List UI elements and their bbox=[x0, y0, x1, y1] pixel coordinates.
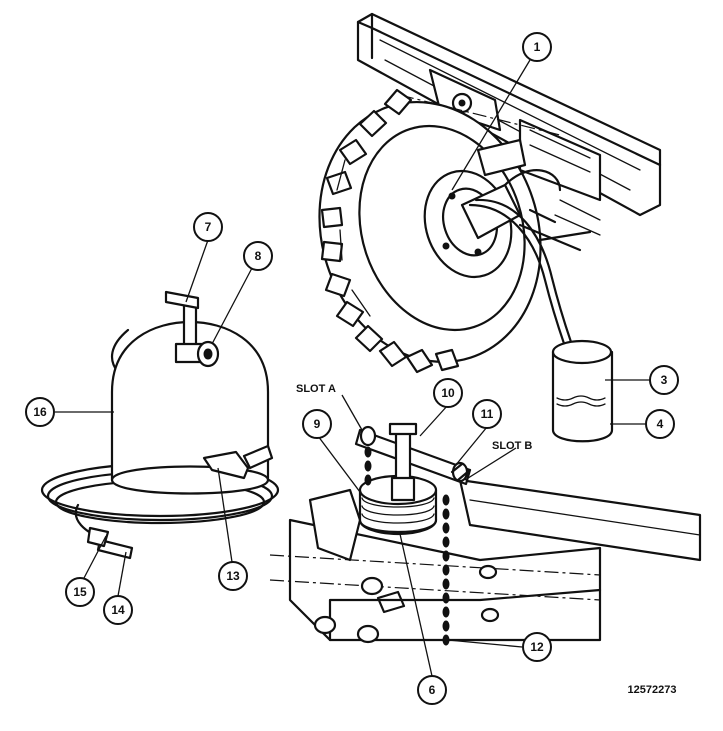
callout-9: 9 bbox=[302, 409, 332, 439]
callout-10: 10 bbox=[433, 378, 463, 408]
svg-text:10: 10 bbox=[441, 386, 455, 400]
slot-a-label: SLOT A bbox=[296, 383, 336, 395]
slot-b-label: SLOT B bbox=[492, 440, 532, 452]
figure-number: 12572273 bbox=[628, 684, 677, 696]
drain-container bbox=[551, 339, 614, 443]
callout-12: 12 bbox=[522, 632, 552, 662]
tire bbox=[318, 88, 592, 374]
svg-text:12: 12 bbox=[530, 640, 544, 654]
callout-7: 7 bbox=[193, 212, 223, 242]
callout-13: 13 bbox=[218, 561, 248, 591]
svg-text:13: 13 bbox=[226, 569, 240, 583]
svg-text:8: 8 bbox=[255, 249, 262, 263]
callout-16: 16 bbox=[25, 397, 55, 427]
svg-text:9: 9 bbox=[314, 417, 321, 431]
filler-cap-assembly bbox=[269, 422, 702, 646]
callout-4: 4 bbox=[645, 409, 675, 439]
leader-lines bbox=[55, 59, 655, 677]
svg-text:1: 1 bbox=[534, 40, 541, 54]
svg-text:7: 7 bbox=[205, 220, 212, 234]
svg-text:16: 16 bbox=[33, 405, 47, 419]
callout-11: 11 bbox=[472, 399, 502, 429]
callout-3: 3 bbox=[649, 365, 679, 395]
svg-text:6: 6 bbox=[429, 683, 436, 697]
callout-8: 8 bbox=[243, 241, 273, 271]
svg-text:11: 11 bbox=[481, 407, 494, 421]
callout-14: 14 bbox=[103, 595, 133, 625]
svg-text:3: 3 bbox=[661, 373, 668, 387]
svg-text:4: 4 bbox=[657, 417, 664, 431]
svg-text:14: 14 bbox=[111, 603, 125, 617]
callout-6: 6 bbox=[417, 675, 447, 705]
svg-text:15: 15 bbox=[73, 585, 87, 599]
callout-15: 15 bbox=[65, 577, 95, 607]
pressure-tank bbox=[40, 290, 280, 560]
callout-1: 1 bbox=[522, 32, 552, 62]
